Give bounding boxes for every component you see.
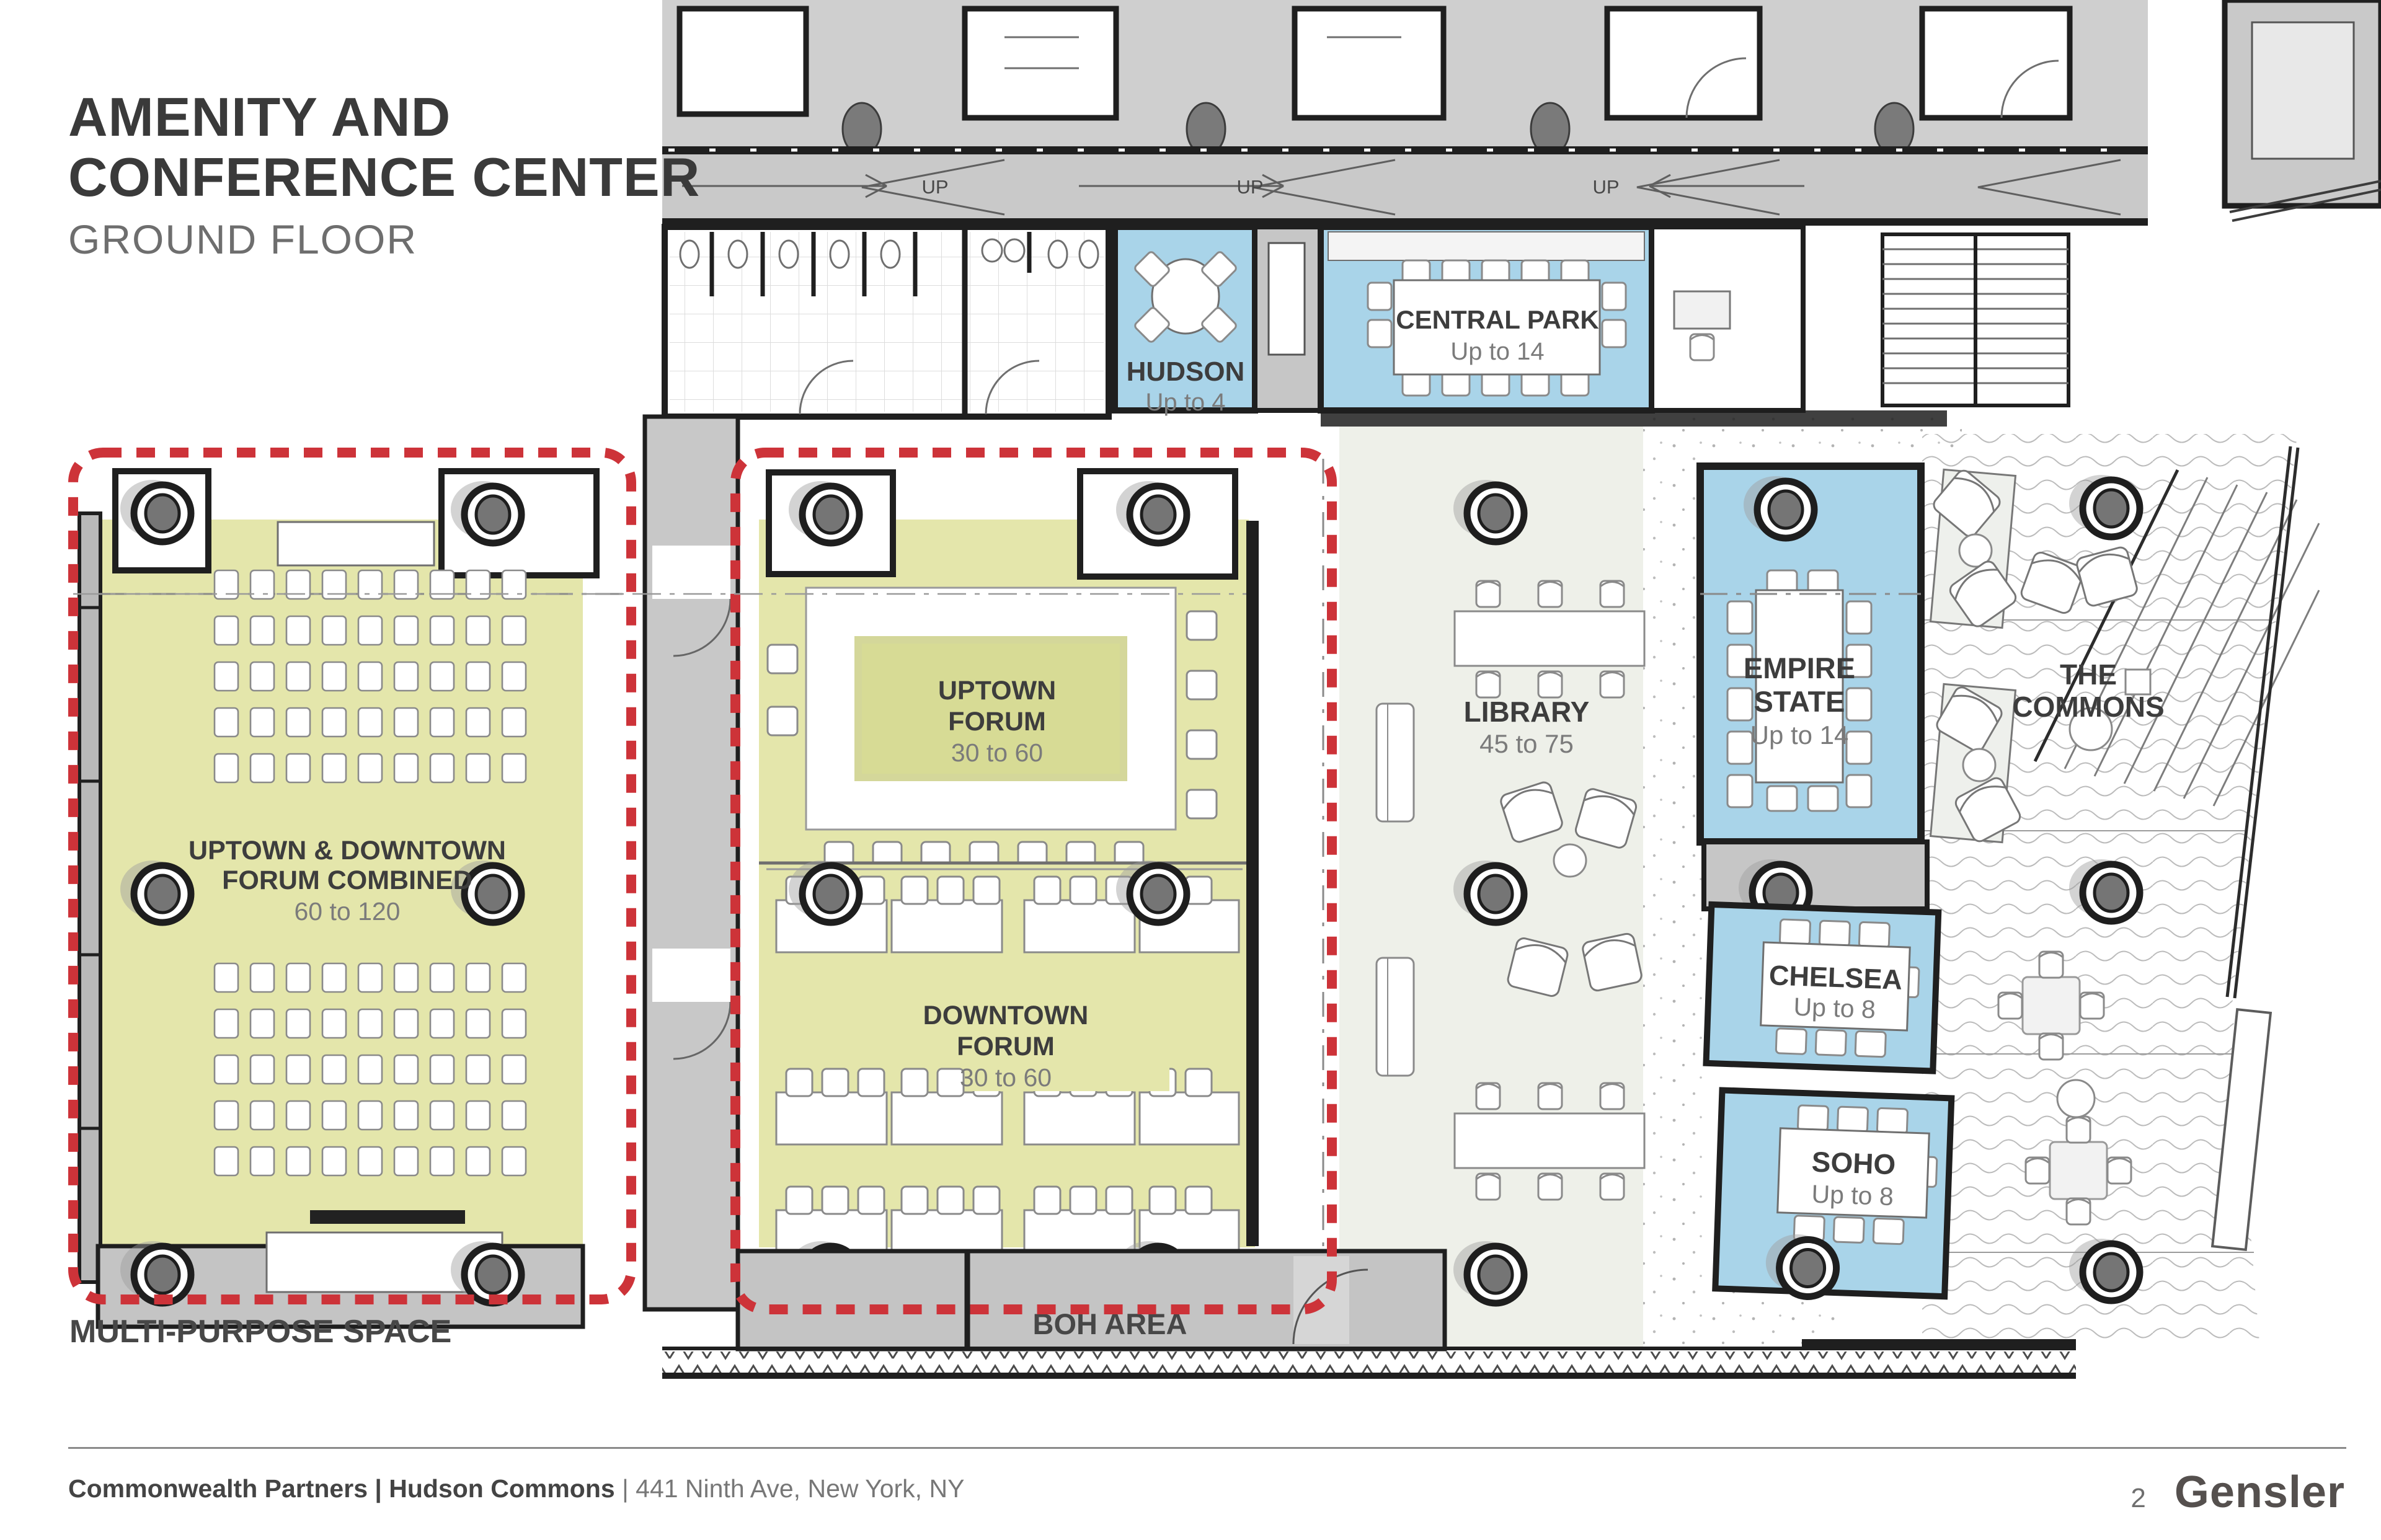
multi-purpose-space-label: MULTI-PURPOSE SPACE (69, 1314, 452, 1350)
footer-left: Commonwealth Partners | Hudson Commons |… (68, 1474, 964, 1503)
room-capacity-empire: Up to 14 (1750, 720, 1849, 750)
room-label-commons-2: COMMONS (2012, 691, 2164, 723)
room-capacity-uptown: 30 to 60 (951, 738, 1043, 767)
room-label-empire-1: EMPIRE (1744, 652, 1855, 684)
room-empire-state: EMPIRE STATE Up to 14 (1696, 462, 1925, 846)
room-label-library: LIBRARY (1464, 696, 1590, 728)
commons-banquette (1929, 683, 2024, 845)
footer-client-project: Commonwealth Partners | Hudson Commons (68, 1474, 615, 1503)
title-block: AMENITY AND CONFERENCE CENTER GROUND FLO… (68, 87, 700, 263)
room-capacity-chelsea: Up to 8 (1793, 993, 1876, 1024)
room-capacity-downtown: 30 to 60 (960, 1063, 1052, 1092)
commons-stair (2033, 469, 2320, 807)
room-hudson: HUDSON Up to 4 (1112, 224, 1258, 416)
room-label-combined-2: FORUM COMBINED (222, 865, 472, 895)
room-label-soho: SOHO (1811, 1146, 1896, 1181)
room-capacity-soho: Up to 8 (1811, 1180, 1894, 1211)
connector-corridor (642, 414, 740, 1312)
room-capacity-central-park: Up to 14 (1450, 338, 1544, 365)
room-central-park: CENTRAL PARK Up to 14 (1318, 224, 1655, 414)
page-subtitle: GROUND FLOOR (68, 216, 418, 262)
grand-stair (1881, 180, 2381, 407)
restrooms (662, 224, 1112, 420)
page-number: 2 (2130, 1483, 2146, 1513)
page-title-line1: AMENITY AND (68, 86, 451, 148)
room-downtown: DOWNTOWN FORUM 30 to 60 (759, 459, 1324, 1303)
corridor: UP UP UP (662, 146, 2148, 226)
multi-purpose-boundaries (68, 448, 1337, 1314)
room-uptown: UPTOWN FORUM 30 to 60 (759, 468, 1249, 873)
room-capacity-library: 45 to 75 (1479, 729, 1574, 758)
commons-banquette (1929, 466, 2020, 631)
up-labels: UP UP UP (921, 176, 1619, 198)
multi-purpose-boundary-left (68, 448, 636, 1304)
up-label: UP (921, 176, 948, 198)
room-soho: SOHO Up to 8 (1712, 1087, 1955, 1301)
room-label-hudson: HUDSON (1127, 356, 1245, 387)
footer-right: 2 Gensler (2130, 1467, 2345, 1518)
room-label-downtown-1: DOWNTOWN (923, 1001, 1089, 1030)
room-label-uptown-2: FORUM (948, 707, 1046, 737)
office-nook (1649, 224, 1806, 413)
room-label-commons-1: THE (2060, 658, 2117, 691)
room-label-chelsea: CHELSEA (1768, 959, 1903, 995)
room-label-combined-1: UPTOWN & DOWNTOWN (188, 836, 506, 865)
room-label-uptown-1: UPTOWN (938, 676, 1056, 706)
room-capacity-hudson: Up to 4 (1146, 389, 1226, 416)
room-label-downtown-2: FORUM (957, 1032, 1055, 1061)
footer-address: | 441 Ninth Ave, New York, NY (622, 1474, 965, 1503)
commons-bench (2210, 1008, 2272, 1251)
room-chelsea: CHELSEA Up to 8 (1703, 901, 1942, 1074)
meeting-vestibule (1701, 839, 1930, 921)
vestibule-door (1267, 242, 1306, 356)
multi-purpose-boundary-right (730, 448, 1337, 1314)
gensler-logo: Gensler (2174, 1467, 2345, 1517)
glass-wall (2225, 446, 2300, 999)
upper-floor-band (662, 0, 2381, 209)
room-label-central-park: CENTRAL PARK (1396, 305, 1598, 334)
room-capacity-combined: 60 to 120 (295, 897, 401, 926)
footer-divider (68, 1447, 2346, 1449)
room-label-empire-2: STATE (1754, 685, 1845, 718)
theater-seating: UPTOWN & DOWNTOWN FORUM COMBINED 60 to 1… (188, 569, 527, 1177)
up-label: UP (1236, 176, 1263, 198)
up-label: UP (1592, 176, 1619, 198)
page-title-line2: CONFERENCE CENTER (68, 146, 701, 208)
